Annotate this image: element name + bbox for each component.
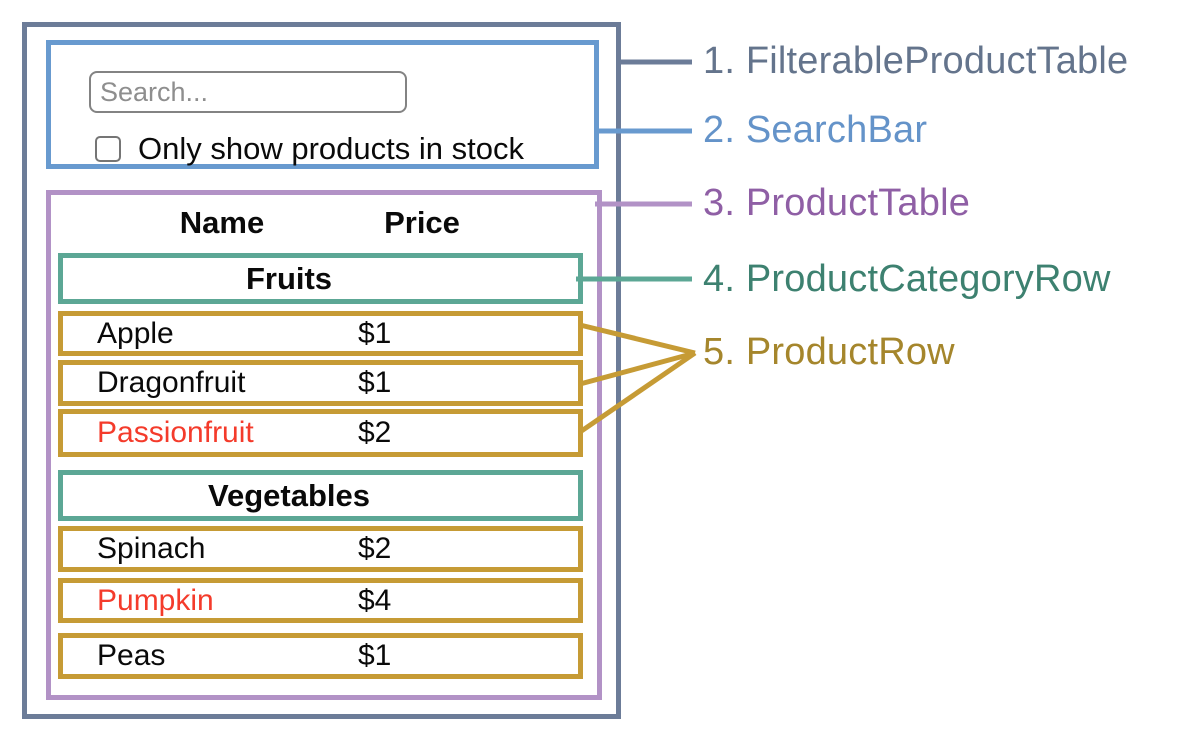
category-label: Fruits <box>245 260 333 296</box>
category-row-fruits: Fruits <box>58 253 583 304</box>
product-price: $1 <box>358 366 392 399</box>
column-header-name: Name <box>179 205 265 240</box>
product-table-box: Name Price Fruits Apple $1 Dragonfruit $… <box>46 190 602 700</box>
product-price: $2 <box>358 532 392 565</box>
product-name: Apple <box>97 316 174 350</box>
legend-product-row: 5. ProductRow <box>703 331 955 374</box>
category-label: Vegetables <box>208 477 370 513</box>
product-name: Spinach <box>97 532 206 565</box>
product-price: $1 <box>358 639 392 672</box>
in-stock-row: Only show products in stock <box>95 131 524 167</box>
search-input[interactable] <box>89 71 407 113</box>
product-name: Passionfruit <box>97 416 254 449</box>
filterable-product-table-box: Only show products in stock Name Price F… <box>22 22 621 719</box>
product-row-apple: Apple $1 <box>58 311 583 356</box>
legend-product-table: 3. ProductTable <box>703 182 971 225</box>
legend-search-bar: 2. SearchBar <box>703 109 928 152</box>
category-row-vegetables: Vegetables <box>58 470 583 521</box>
product-row-passionfruit: Passionfruit $2 <box>58 409 583 457</box>
column-header-price: Price <box>384 205 460 240</box>
product-price: $2 <box>358 416 392 449</box>
product-price: $1 <box>358 316 392 350</box>
product-row-peas: Peas $1 <box>58 633 583 679</box>
table-header-row: Name Price <box>51 203 597 243</box>
product-row-pumpkin: Pumpkin $4 <box>58 578 583 623</box>
product-row-spinach: Spinach $2 <box>58 526 583 572</box>
legend-filterable-product-table: 1. FilterableProductTable <box>703 40 1129 83</box>
legend-product-category-row: 4. ProductCategoryRow <box>703 258 1111 301</box>
product-name: Peas <box>97 639 166 672</box>
search-bar-box: Only show products in stock <box>46 40 599 169</box>
in-stock-label: Only show products in stock <box>138 131 524 166</box>
product-price: $4 <box>358 583 392 617</box>
product-row-dragonfruit: Dragonfruit $1 <box>58 360 583 406</box>
product-name: Pumpkin <box>97 583 214 617</box>
in-stock-checkbox[interactable] <box>95 136 121 162</box>
product-name: Dragonfruit <box>97 366 246 399</box>
